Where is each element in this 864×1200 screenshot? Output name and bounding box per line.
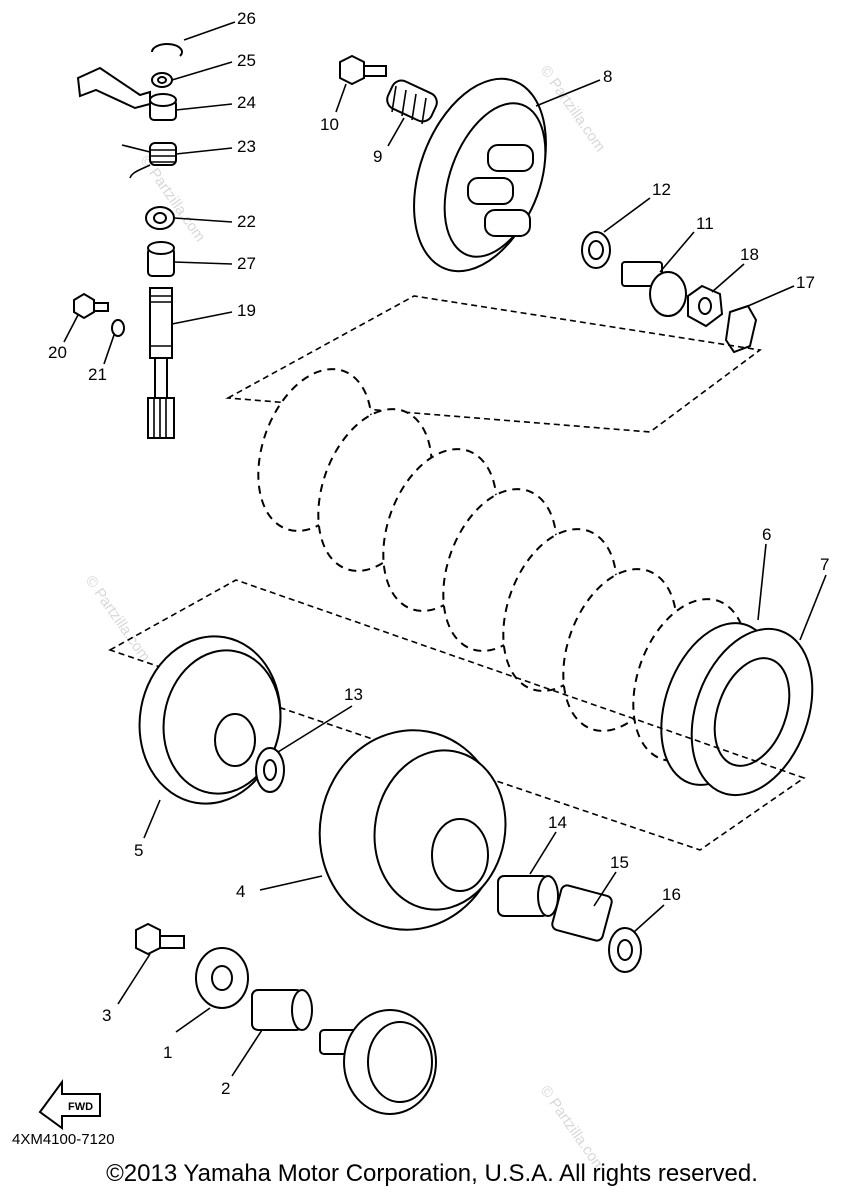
callout-15: 15 bbox=[610, 853, 629, 872]
callouts: 26 25 24 23 22 27 19 20 21 10 9 8 12 11 … bbox=[48, 9, 829, 1098]
callout-24: 24 bbox=[237, 93, 256, 112]
lever-assembly bbox=[73, 43, 183, 439]
callout-22: 22 bbox=[237, 212, 256, 231]
callout-25: 25 bbox=[237, 51, 256, 70]
fwd-label: FWD bbox=[68, 1101, 93, 1113]
callout-2: 2 bbox=[221, 1079, 230, 1098]
callout-5: 5 bbox=[134, 841, 143, 860]
callout-18: 18 bbox=[740, 245, 759, 264]
callout-8: 8 bbox=[603, 67, 612, 86]
callout-16: 16 bbox=[662, 885, 681, 904]
lower-parts bbox=[135, 922, 437, 1115]
callout-12: 12 bbox=[652, 180, 671, 199]
callout-21: 21 bbox=[88, 365, 107, 384]
fwd-arrow-icon: FWD bbox=[38, 1078, 101, 1130]
pressure-plate-assembly bbox=[339, 54, 758, 354]
callout-26: 26 bbox=[237, 9, 256, 28]
clutch-plate-stack bbox=[108, 295, 814, 851]
callout-3: 3 bbox=[102, 1006, 111, 1025]
copyright-text: ©2013 Yamaha Motor Corporation, U.S.A. A… bbox=[106, 1160, 758, 1187]
watermark: © Partzilla.com bbox=[537, 63, 609, 156]
callout-13: 13 bbox=[344, 685, 363, 704]
watermark: © Partzilla.com bbox=[82, 573, 154, 666]
callout-27: 27 bbox=[237, 254, 256, 273]
callout-4: 4 bbox=[236, 882, 245, 901]
callout-23: 23 bbox=[237, 137, 256, 156]
drawing-code: 4XM4100-7120 bbox=[12, 1131, 115, 1148]
callout-20: 20 bbox=[48, 343, 67, 362]
callout-7: 7 bbox=[820, 555, 829, 574]
callout-9: 9 bbox=[373, 147, 382, 166]
callout-1: 1 bbox=[163, 1043, 172, 1062]
leader-lines bbox=[63, 21, 827, 1077]
clutch-housing-assembly bbox=[138, 635, 642, 973]
callout-14: 14 bbox=[548, 813, 567, 832]
callout-19: 19 bbox=[237, 301, 256, 320]
callout-6: 6 bbox=[762, 525, 771, 544]
callout-17: 17 bbox=[796, 273, 815, 292]
callout-10: 10 bbox=[320, 115, 339, 134]
callout-11: 11 bbox=[696, 214, 714, 233]
